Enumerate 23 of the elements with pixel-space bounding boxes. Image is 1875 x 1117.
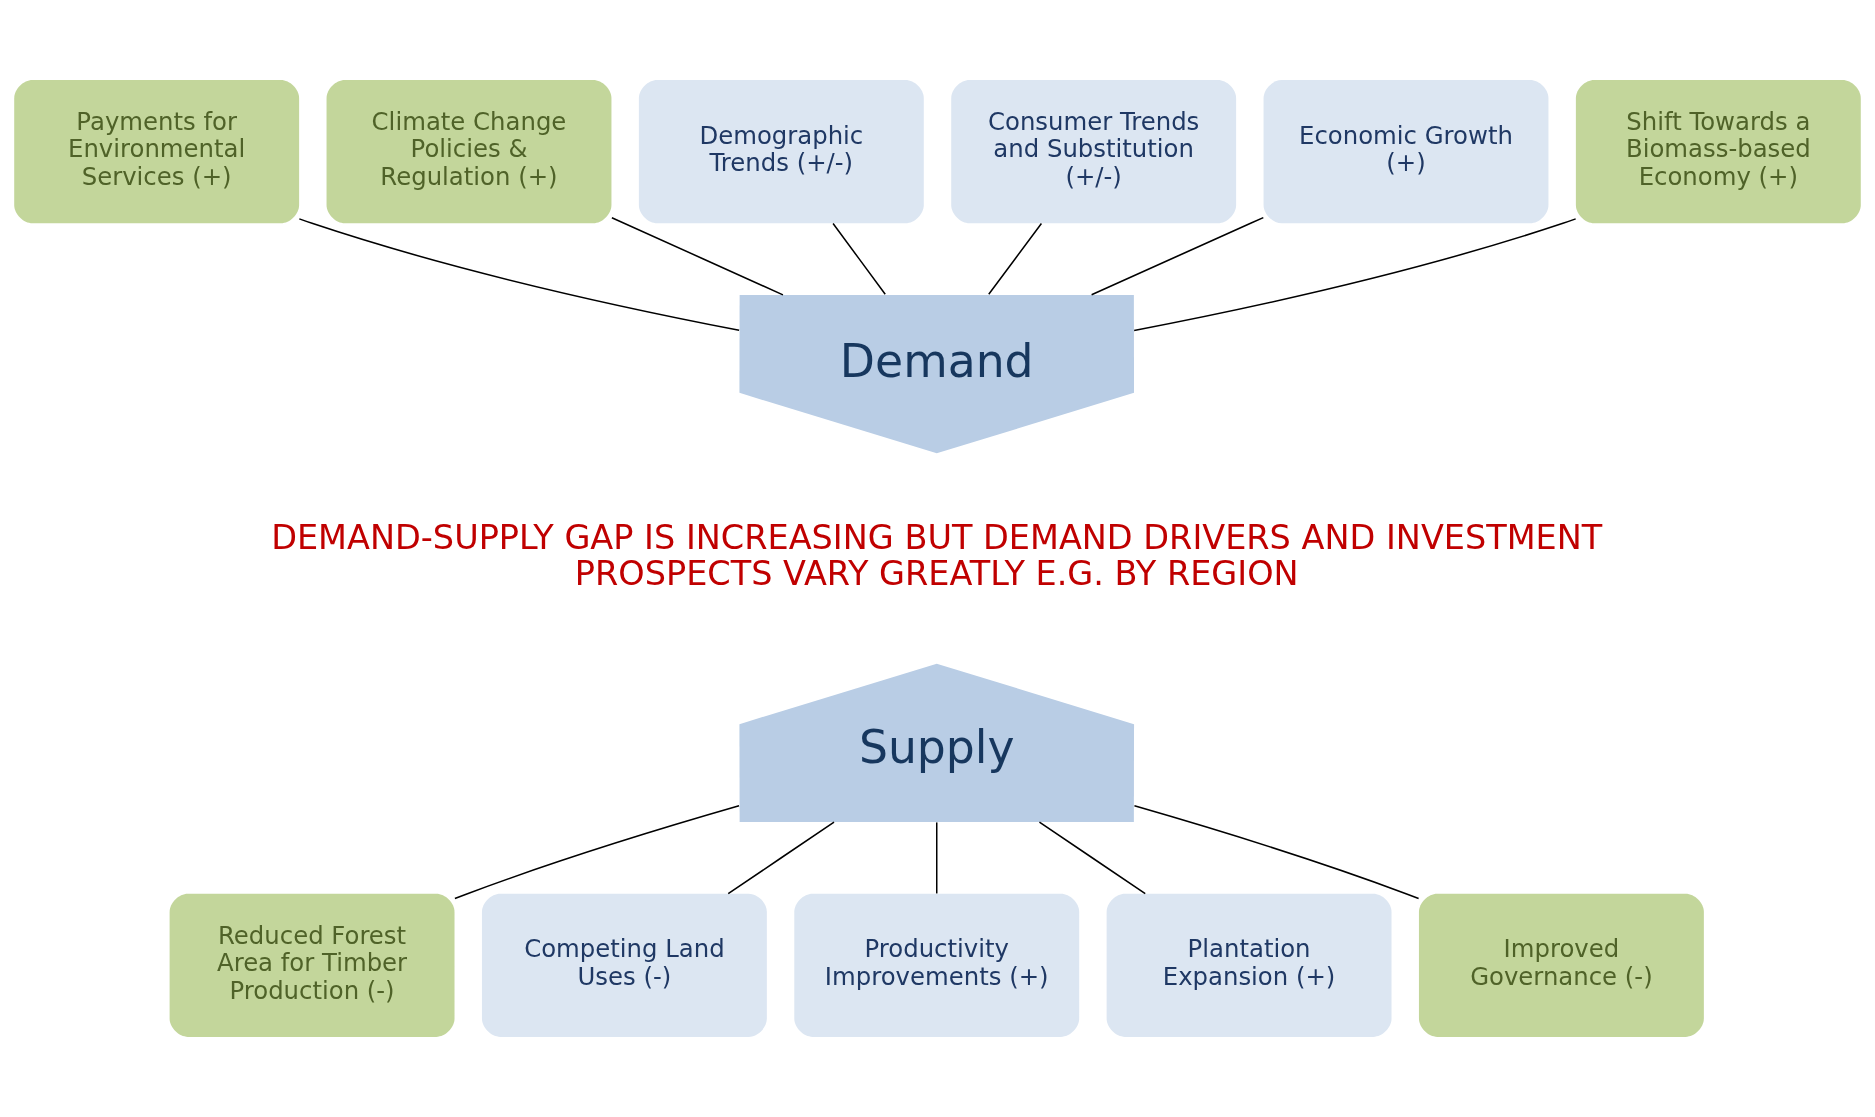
node-box: Plantation Expansion (+) [1106, 893, 1392, 1037]
connector [1133, 218, 1577, 332]
connector [988, 222, 1043, 296]
node-box: Competing Land Uses (-) [481, 893, 767, 1037]
node-box: Demographic Trends (+/-) [638, 80, 924, 224]
node-box: Consumer Trends and Substitution (+/-) [951, 80, 1237, 224]
node-box: Reduced Forest Area for Timber Production (-) [169, 893, 455, 1037]
connector [1133, 805, 1420, 900]
connector [832, 222, 886, 296]
node-box: Improved Governance (-) [1418, 893, 1704, 1037]
node-box: Shift Towards a Biomass-based Economy (+) [1575, 80, 1861, 224]
connector [454, 805, 740, 900]
connector [1090, 216, 1265, 296]
connector [1038, 821, 1146, 895]
node-box: Productivity Improvements (+) [794, 893, 1080, 1037]
connector [298, 218, 740, 331]
connector [611, 216, 784, 296]
node-box: Climate Change Policies & Regulation (+) [326, 80, 612, 224]
connector [727, 821, 835, 895]
connector [936, 821, 938, 895]
node-box: Payments for Environmental Services (+) [14, 80, 300, 224]
label: DEMAND-SUPPLY GAP IS INCREASING BUT DEMAND DRIVERS AND INVESTMENT PROSPECTS VARY GREATLY E.G. BY REGION [271, 517, 1603, 594]
node-box: Economic Growth (+) [1263, 80, 1549, 224]
